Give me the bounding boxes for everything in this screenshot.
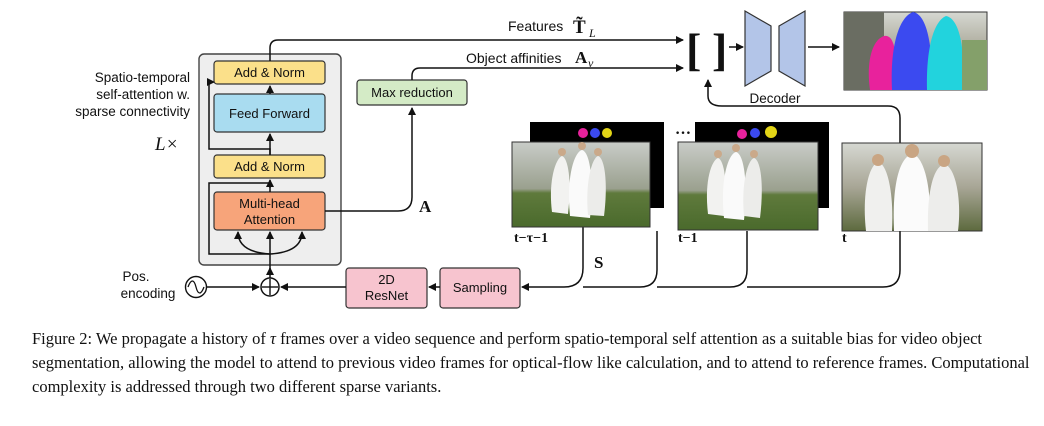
decoder-encoder-half bbox=[744, 9, 772, 88]
decoder-decoder-half bbox=[778, 9, 806, 88]
sampling-symbol: S bbox=[594, 253, 603, 272]
repeat-label: L× bbox=[154, 134, 178, 155]
attention-label-line2: Attention bbox=[244, 212, 295, 227]
mask-blob-2b bbox=[750, 128, 760, 138]
video-frame-1 bbox=[511, 141, 651, 228]
self-attention-label-3: sparse connectivity bbox=[75, 104, 190, 119]
frame-label-current: t bbox=[842, 231, 847, 246]
video-frame-current bbox=[841, 142, 983, 232]
attention-curved-left bbox=[234, 231, 271, 255]
mask-blob-1a bbox=[578, 128, 588, 138]
frame-feed-1 bbox=[521, 226, 584, 291]
features-symbol: T̃ bbox=[573, 17, 586, 38]
concat-bracket-close: ] bbox=[712, 24, 727, 75]
add-norm-top-label: Add & Norm bbox=[234, 65, 305, 80]
frame-feed-4 bbox=[747, 231, 901, 288]
mask-blob-2a bbox=[737, 129, 747, 139]
sampling-label: Sampling bbox=[453, 280, 507, 295]
resnet-label-1: 2D bbox=[378, 272, 395, 287]
frame-feed-3 bbox=[657, 231, 748, 288]
attention-to-max-reduction bbox=[325, 107, 416, 212]
caption-tau: τ bbox=[270, 329, 276, 348]
caption-rest: frames over a video sequence and perform… bbox=[32, 329, 1030, 396]
frame-label-prev: t−1 bbox=[678, 231, 698, 246]
attention-label-line1: Multi-head bbox=[239, 196, 300, 211]
mask-blob-1b bbox=[590, 128, 600, 138]
max-reduction-label: Max reduction bbox=[371, 85, 453, 100]
mask-blob-2c bbox=[765, 126, 777, 138]
features-subscript: L bbox=[588, 26, 596, 40]
affinities-line bbox=[411, 64, 684, 80]
features-line bbox=[269, 36, 684, 61]
add-norm-bottom-label: Add & Norm bbox=[234, 159, 305, 174]
affinities-subscript: v bbox=[588, 56, 594, 70]
video-frame-2 bbox=[677, 141, 819, 231]
affinities-symbol: A bbox=[575, 48, 588, 67]
self-attention-label-1: Spatio-temporal bbox=[95, 70, 190, 85]
frame-feed-2 bbox=[583, 231, 658, 288]
figure-caption: Figure 2: We propagate a history of τ fr… bbox=[32, 327, 1032, 399]
feed-forward-label: Feed Forward bbox=[229, 106, 310, 121]
frame-label-first: t−τ−1 bbox=[514, 231, 548, 246]
sine-wave-curve bbox=[187, 280, 205, 294]
pos-encoding-label-1: Pos. bbox=[122, 269, 149, 284]
attention-curved-right bbox=[269, 231, 306, 255]
resnet-block bbox=[345, 267, 428, 309]
decoder-label: Decoder bbox=[749, 91, 801, 106]
sampling-block bbox=[439, 267, 521, 309]
current-frame-to-concat bbox=[704, 79, 901, 143]
pos-encoding-label-2: encoding bbox=[121, 286, 176, 301]
features-label: Features bbox=[508, 18, 563, 34]
caption-prefix: Figure 2: We propagate a history of bbox=[32, 329, 271, 348]
mask-blob-1c bbox=[602, 128, 612, 138]
affinities-label: Object affinities bbox=[466, 50, 561, 66]
concat-bracket-open: [ bbox=[686, 24, 701, 75]
self-attention-label-2: self-attention w. bbox=[96, 87, 190, 102]
segmentation-output-image bbox=[843, 11, 988, 91]
resnet-label-2: ResNet bbox=[365, 288, 409, 303]
frame-stack-ellipsis: … bbox=[675, 121, 691, 138]
attention-matrix-symbol: A bbox=[419, 197, 432, 216]
